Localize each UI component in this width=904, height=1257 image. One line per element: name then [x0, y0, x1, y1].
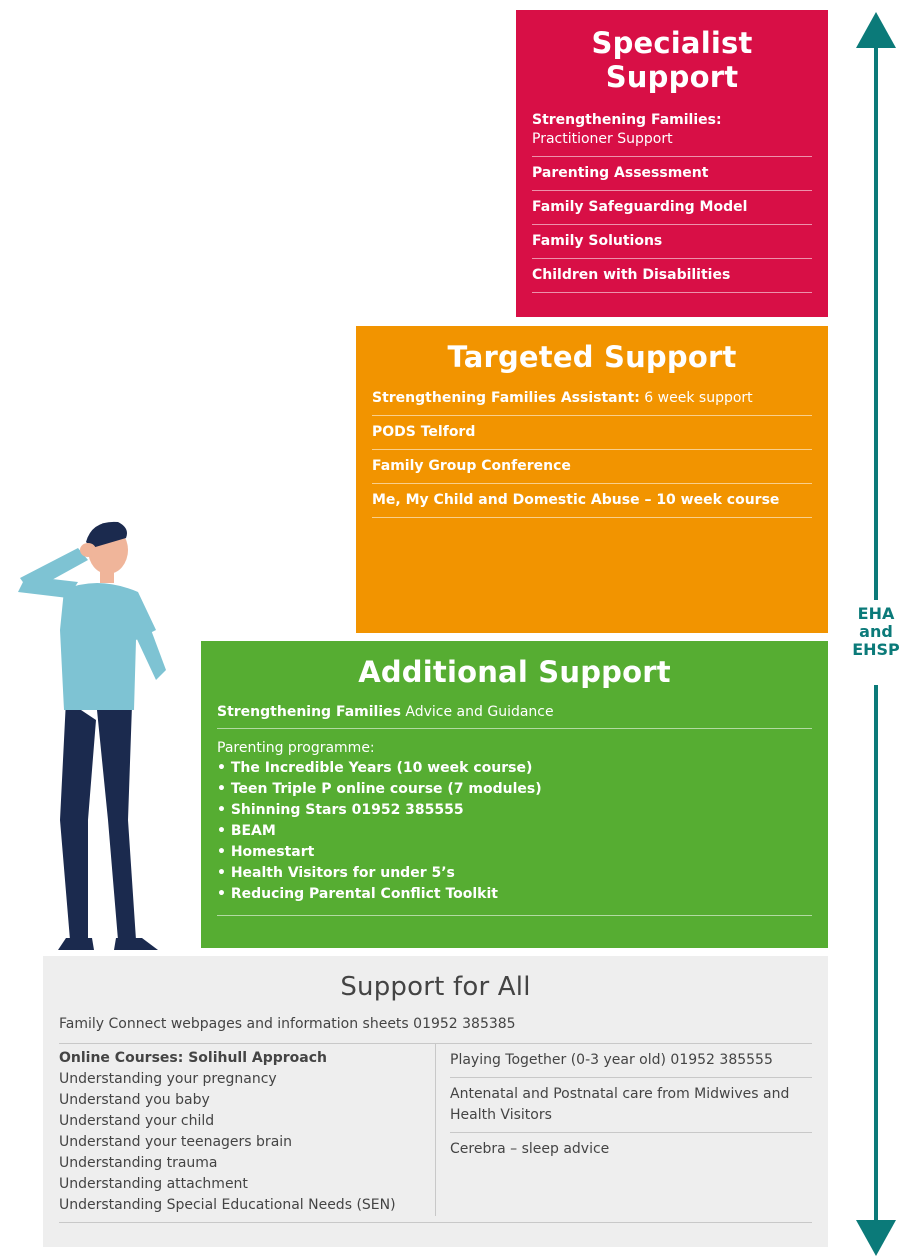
courses-column: Online Courses: Solihull Approach Unders… [59, 1044, 436, 1216]
course-list: Understanding your pregnancy Understand … [59, 1069, 435, 1216]
list-item: Understand your teenagers brain [59, 1134, 293, 1150]
divider [59, 1222, 812, 1223]
targeted-item: Family Group Conference [372, 458, 571, 474]
arrow-line [874, 685, 878, 1225]
divider [217, 915, 812, 916]
list-item: • The Incredible Years (10 week course) [217, 760, 533, 776]
divider [372, 449, 812, 450]
targeted-title: Targeted Support [447, 340, 737, 374]
list-item: Understanding attachment [59, 1176, 248, 1192]
specialist-title: Specialist Support [591, 26, 753, 94]
right-column: Playing Together (0-3 year old) 01952 38… [436, 1044, 812, 1216]
specialist-support-block: Specialist Support Strengthening Familie… [516, 10, 828, 317]
list-item: • Teen Triple P online course (7 modules… [217, 781, 542, 797]
divider [372, 517, 812, 518]
divider [532, 258, 812, 259]
specialist-item: Children with Disabilities [532, 267, 731, 283]
programme-label: Parenting programme: [217, 740, 375, 756]
specialist-item: Strengthening Families: Practitioner Sup… [532, 112, 722, 147]
list-item: • Health Visitors for under 5’s [217, 865, 455, 881]
list-item: Understand your child [59, 1113, 215, 1129]
targeted-item: Strengthening Families Assistant: 6 week… [372, 390, 753, 406]
right-item: Cerebra – sleep advice [450, 1141, 610, 1157]
divider [532, 292, 812, 293]
divider [532, 224, 812, 225]
divider [450, 1077, 812, 1078]
additional-item: Strengthening Families Advice and Guidan… [217, 704, 554, 720]
right-item: Antenatal and Postnatal care from Midwiv… [450, 1086, 790, 1123]
additional-title: Additional Support [358, 655, 671, 689]
right-item: Playing Together (0-3 year old) 01952 38… [450, 1052, 773, 1068]
divider [450, 1132, 812, 1133]
person-illustration [18, 521, 166, 950]
all-columns: Online Courses: Solihull Approach Unders… [59, 1044, 812, 1216]
specialist-item: Family Safeguarding Model [532, 199, 748, 215]
all-intro: Family Connect webpages and information … [59, 1016, 516, 1032]
arrow-line [874, 40, 878, 600]
targeted-item: PODS Telford [372, 424, 476, 440]
all-title: Support for All [340, 972, 531, 1002]
targeted-support-block: Targeted Support Strengthening Families … [356, 326, 828, 633]
support-for-all-block: Support for All Family Connect webpages … [43, 956, 828, 1247]
list-item: Understanding your pregnancy [59, 1071, 277, 1087]
specialist-item: Parenting Assessment [532, 165, 709, 181]
divider [532, 190, 812, 191]
arrow-down-icon [856, 1220, 896, 1256]
divider [59, 1043, 812, 1044]
courses-label: Online Courses: Solihull Approach [59, 1050, 328, 1066]
list-item: • BEAM [217, 823, 276, 839]
list-item: Understanding Special Educational Needs … [59, 1197, 396, 1213]
list-item: Understanding trauma [59, 1155, 218, 1171]
list-item: • Reducing Parental Conflict Toolkit [217, 886, 498, 902]
list-item: • Shinning Stars 01952 385555 [217, 802, 464, 818]
programme-list: • The Incredible Years (10 week course) … [217, 758, 812, 905]
list-item: Understand you baby [59, 1092, 210, 1108]
specialist-item: Family Solutions [532, 233, 663, 249]
divider [372, 483, 812, 484]
arrow-label: EHA and EHSP [852, 604, 900, 659]
list-item: • Homestart [217, 844, 315, 860]
targeted-item: Me, My Child and Domestic Abuse – 10 wee… [372, 492, 780, 508]
divider [217, 728, 812, 729]
additional-support-block: Additional Support Strengthening Familie… [201, 641, 828, 948]
divider [372, 415, 812, 416]
divider [532, 156, 812, 157]
